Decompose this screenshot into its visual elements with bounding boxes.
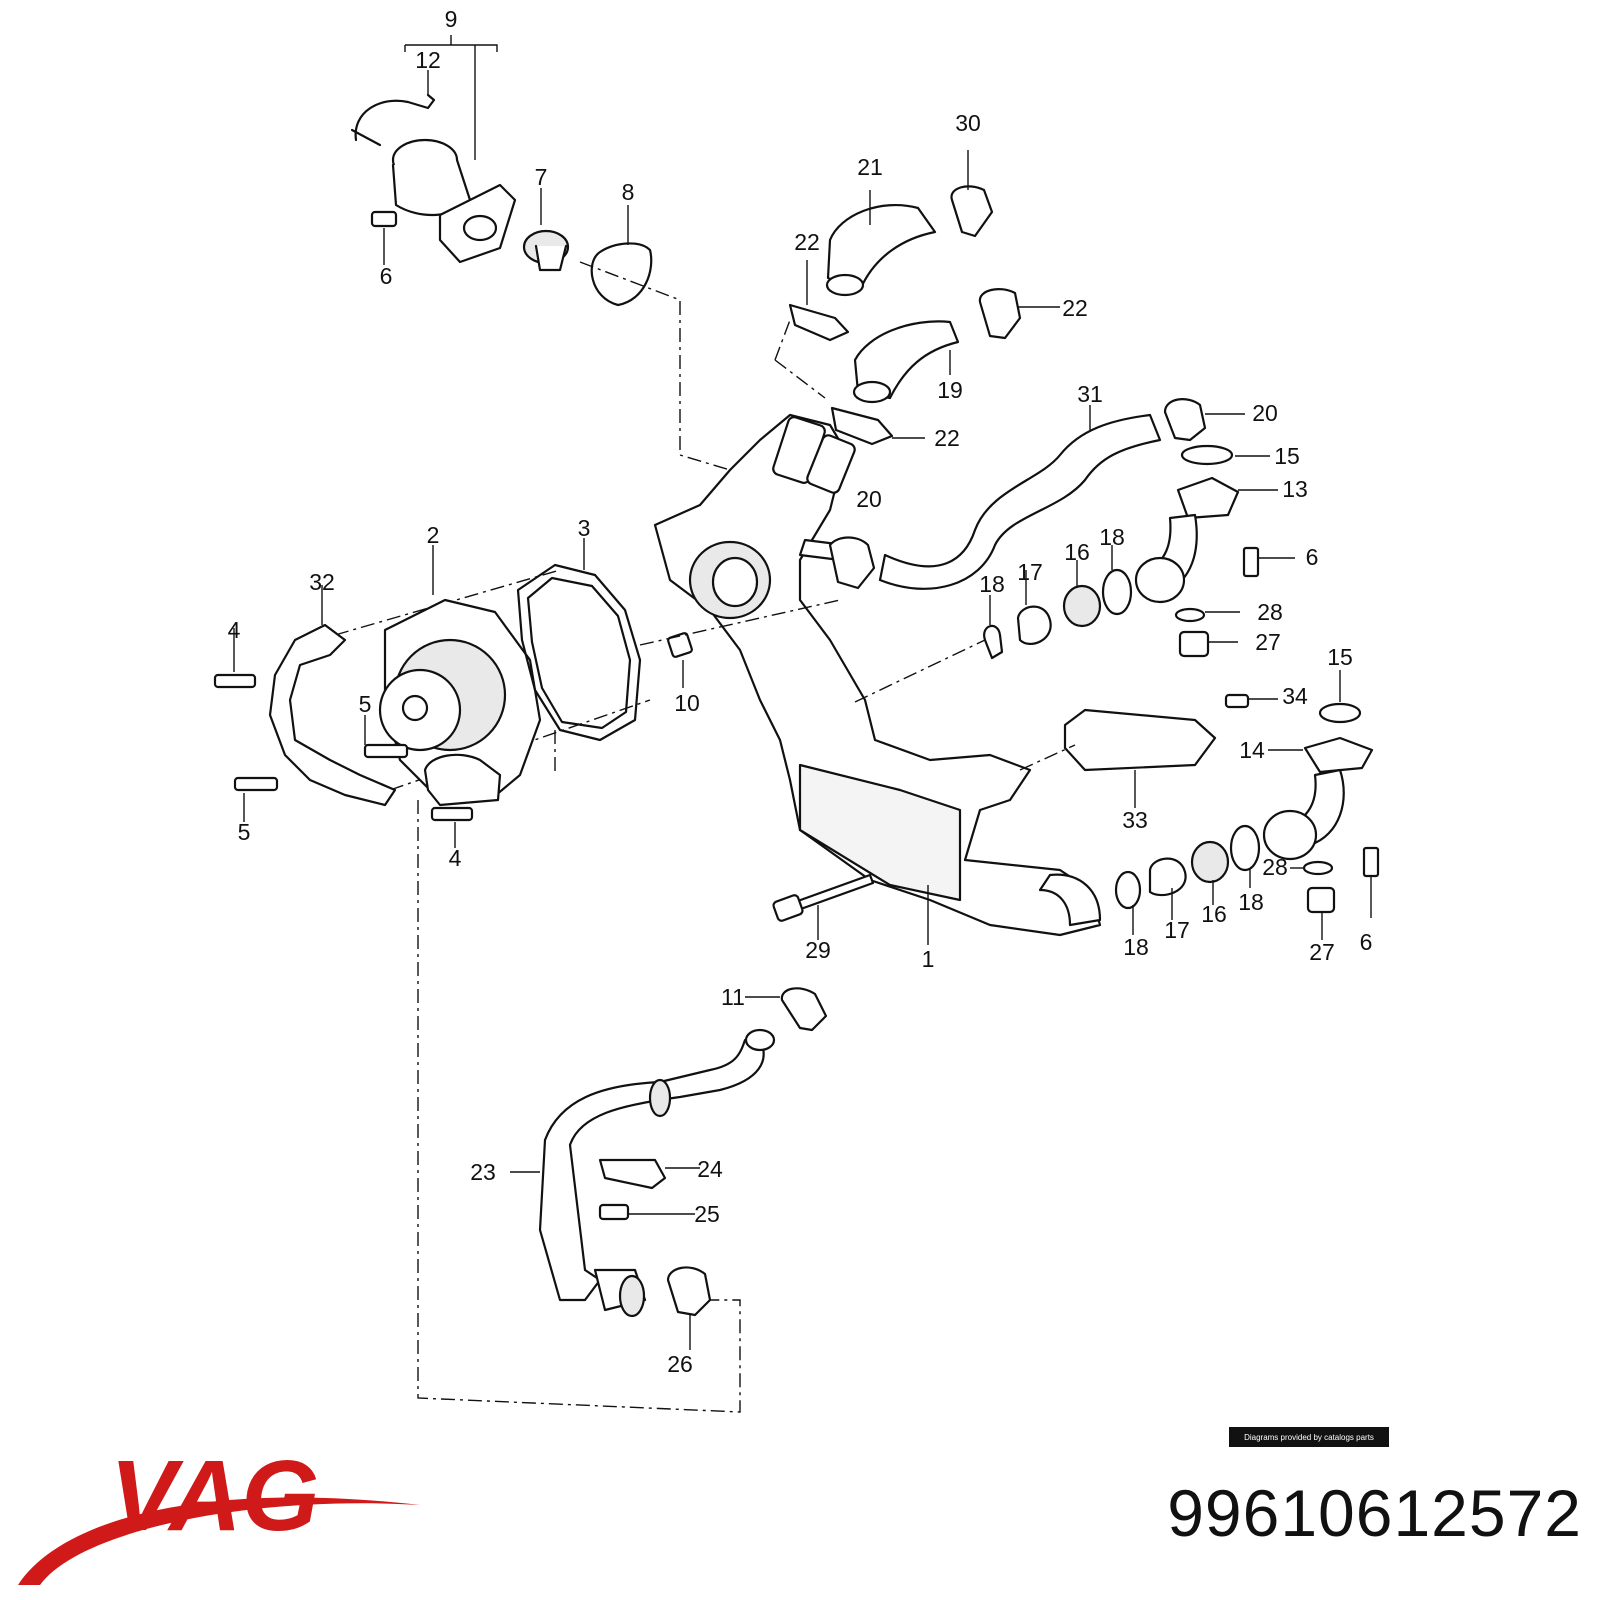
right-hose-group bbox=[854, 398, 1295, 703]
callout-16: 16 bbox=[1064, 539, 1090, 565]
callout-5: 5 bbox=[238, 819, 251, 845]
callout-22: 22 bbox=[1062, 295, 1088, 321]
callout-14: 14 bbox=[1239, 737, 1265, 763]
vag-logo: VAG bbox=[18, 1440, 420, 1585]
callout-4: 4 bbox=[449, 845, 462, 871]
callout-4: 4 bbox=[228, 617, 241, 643]
callout-20: 20 bbox=[1252, 400, 1278, 426]
callout-24: 24 bbox=[697, 1156, 723, 1182]
callout-18: 18 bbox=[1238, 889, 1264, 915]
upper-hoses-group bbox=[774, 150, 1060, 446]
callout-15: 15 bbox=[1327, 644, 1353, 670]
thermostat-housing-group bbox=[350, 35, 653, 307]
callout-28: 28 bbox=[1257, 599, 1283, 625]
callout-17: 17 bbox=[1164, 917, 1190, 943]
callout-18: 18 bbox=[1123, 934, 1149, 960]
callout-12: 12 bbox=[415, 47, 441, 73]
callout-23: 23 bbox=[470, 1159, 496, 1185]
callout-3: 3 bbox=[578, 515, 591, 541]
callout-6: 6 bbox=[1360, 929, 1373, 955]
lower-hose-group bbox=[417, 800, 828, 1413]
callout-16: 16 bbox=[1201, 901, 1227, 927]
callout-22: 22 bbox=[934, 425, 960, 451]
callout-6: 6 bbox=[1306, 544, 1319, 570]
callout-27: 27 bbox=[1255, 629, 1281, 655]
brand-wordmark: VAG bbox=[110, 1440, 319, 1552]
callout-30: 30 bbox=[955, 110, 981, 136]
callout-19: 19 bbox=[937, 377, 963, 403]
callout-11: 11 bbox=[721, 984, 745, 1010]
callout-25: 25 bbox=[694, 1201, 720, 1227]
lower-right-group bbox=[1019, 670, 1380, 940]
callout-13: 13 bbox=[1282, 476, 1308, 502]
water-pump-group bbox=[213, 538, 841, 848]
long-bolt bbox=[772, 873, 875, 940]
callout-7: 7 bbox=[535, 164, 548, 190]
callout-2: 2 bbox=[427, 522, 440, 548]
callout-34: 34 bbox=[1282, 683, 1308, 709]
callout-26: 26 bbox=[667, 1351, 693, 1377]
callout-32: 32 bbox=[309, 569, 335, 595]
callout-8: 8 bbox=[622, 179, 635, 205]
callout-15: 15 bbox=[1274, 443, 1300, 469]
callout-10: 10 bbox=[674, 690, 700, 716]
callout-6: 6 bbox=[380, 263, 393, 289]
callout-27: 27 bbox=[1309, 939, 1335, 965]
callout-33: 33 bbox=[1122, 807, 1148, 833]
assembly-line bbox=[579, 261, 731, 471]
callout-18: 18 bbox=[1099, 524, 1125, 550]
callout-labels: 9 12 7 8 6 30 21 22 22 19 22 31 20 15 13… bbox=[228, 6, 1373, 1377]
callout-17: 17 bbox=[1017, 559, 1043, 585]
callout-22: 22 bbox=[794, 229, 820, 255]
callout-5: 5 bbox=[359, 691, 372, 717]
callout-1: 1 bbox=[922, 946, 935, 972]
callout-20: 20 bbox=[856, 486, 882, 512]
callout-28: 28 bbox=[1262, 854, 1288, 880]
callout-9: 9 bbox=[445, 6, 458, 32]
callout-18: 18 bbox=[979, 571, 1005, 597]
callout-31: 31 bbox=[1077, 381, 1103, 407]
callout-29: 29 bbox=[805, 937, 831, 963]
main-housing bbox=[653, 413, 1102, 945]
diagram-credit-badge: Diagrams provided by catalogs parts bbox=[1229, 1427, 1389, 1447]
part-number: 99610612572 bbox=[1167, 1476, 1582, 1550]
callout-21: 21 bbox=[857, 154, 883, 180]
